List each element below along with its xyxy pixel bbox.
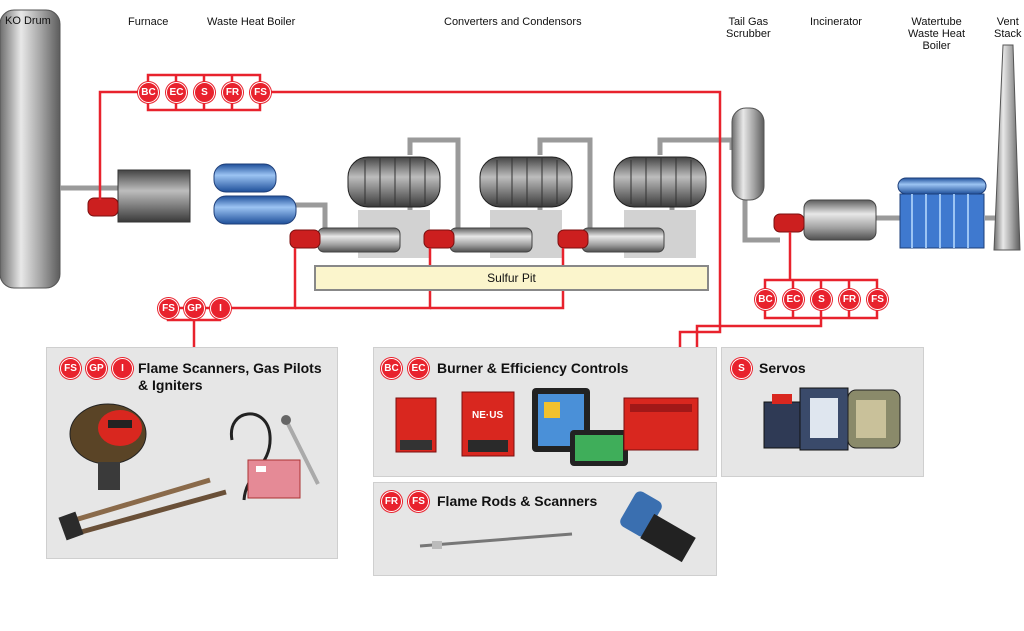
burners [87, 197, 805, 249]
right-badge-s: S [811, 289, 832, 310]
top-badge-fr: FR [222, 82, 243, 103]
incinerator [803, 199, 877, 241]
ko-drum [0, 9, 61, 289]
top-badge-ec: EC [166, 82, 187, 103]
right-badge-fr: FR [839, 289, 860, 310]
right-badge-fs: FS [867, 289, 888, 310]
tail-gas-label: Tail Gas Scrubber [726, 16, 771, 40]
top-badge-bc: BC [138, 82, 159, 103]
panel-fs-badge: FS [60, 358, 81, 379]
furnace [117, 169, 191, 223]
waste-heat-boiler-lower [213, 195, 297, 225]
watertube-label: Watertube Waste Heat Boiler [908, 16, 965, 52]
left-badge-fs: FS [158, 298, 179, 319]
watertube-line2: Waste Heat [908, 28, 966, 40]
watertube-boiler [897, 177, 987, 249]
tail-gas-line1: Tail Gas [728, 16, 769, 28]
panel-bc-badge: BC [381, 358, 402, 379]
waste-heat-boiler-label: Waste Heat Boiler [207, 16, 296, 28]
panel-fs2-badge: FS [408, 491, 429, 512]
right-badge-bc: BC [755, 289, 776, 310]
watertube-line3: Boiler [922, 40, 951, 52]
watertube-line1: Watertube [911, 16, 962, 28]
converters [347, 156, 707, 208]
panel-s-badge: S [731, 358, 752, 379]
servos-title: Servos [759, 360, 806, 376]
burner-controls-title: Burner & Efficiency Controls [437, 360, 629, 376]
flame-rods-title: Flame Rods & Scanners [437, 493, 598, 509]
tail-gas-line2: Scrubber [726, 28, 771, 40]
incinerator-label: Incinerator [810, 16, 862, 28]
panel-gp-badge: GP [86, 358, 107, 379]
left-badge-i: I [210, 298, 231, 319]
sulfur-pit: Sulfur Pit [314, 265, 709, 291]
furnace-label: Furnace [128, 16, 169, 28]
vent-line1: Vent [996, 16, 1019, 28]
panel-fr-badge: FR [381, 491, 402, 512]
flame-scanners-title-line1: Flame Scanners, Gas Pilots [138, 360, 322, 376]
ko-drum-label: KO Drum [5, 15, 51, 27]
flame-scanners-title: Flame Scanners, Gas Pilots & Igniters [138, 360, 322, 394]
vent-line2: Stack [994, 28, 1022, 40]
panel-i-badge: I [112, 358, 133, 379]
panel-ec-badge: EC [408, 358, 429, 379]
waste-heat-boiler-upper [213, 163, 277, 193]
right-badge-ec: EC [783, 289, 804, 310]
vent-stack [993, 44, 1021, 251]
converters-label: Converters and Condensors [444, 16, 582, 28]
converter-ribs [364, 158, 692, 206]
flame-scanners-title-line2: & Igniters [138, 377, 203, 393]
left-badge-gp: GP [184, 298, 205, 319]
top-badge-fs: FS [250, 82, 271, 103]
burner-controller-brand: NE·US [472, 410, 504, 421]
top-badge-s: S [194, 82, 215, 103]
vent-stack-label: Vent Stack [994, 16, 1022, 40]
tail-gas-scrubber [731, 107, 765, 201]
condensors [317, 227, 665, 253]
